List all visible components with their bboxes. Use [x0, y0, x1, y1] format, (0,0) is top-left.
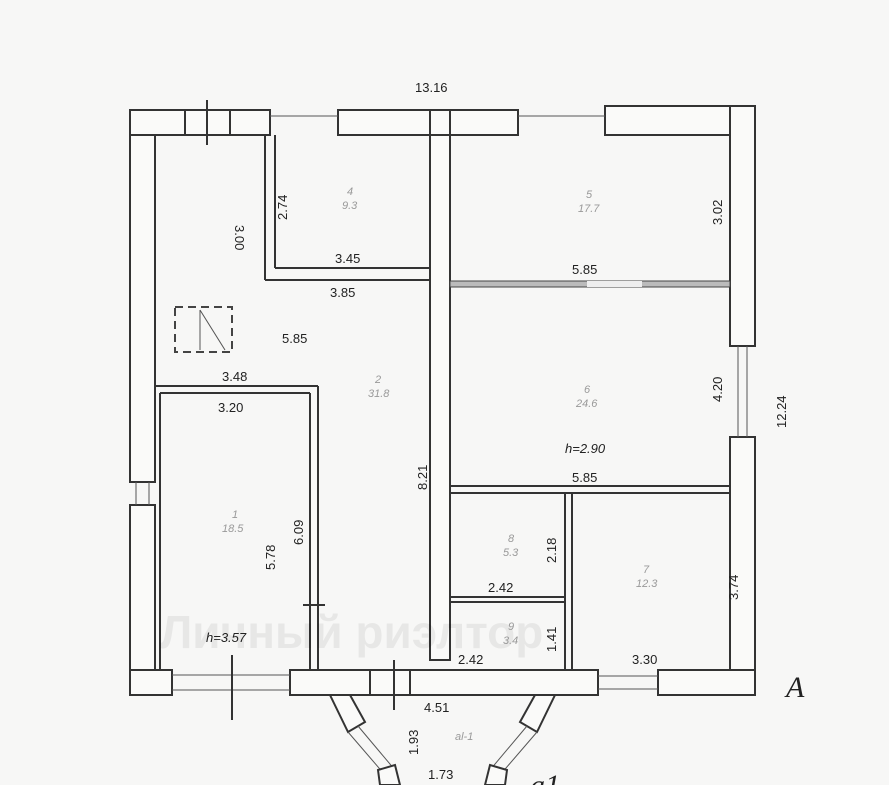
bay-window [328, 694, 557, 785]
room-9: 93.4 [503, 621, 518, 647]
height-main: h=2.90 [565, 441, 606, 456]
dim-3-45: 3.45 [335, 251, 360, 266]
room-1: 118.5 [222, 509, 244, 535]
dim-5-85-room6: 5.85 [572, 470, 597, 485]
svg-text:12.3: 12.3 [636, 578, 658, 590]
dim-3-48: 3.48 [222, 369, 247, 384]
axis-label-a: A [784, 671, 805, 704]
dim-3-74: 3.74 [726, 575, 741, 600]
svg-text:7: 7 [643, 564, 650, 576]
dim-6-09: 6.09 [291, 520, 306, 545]
room-5: 517.7 [578, 189, 600, 215]
dim-2-74: 2.74 [275, 195, 290, 220]
svg-text:1: 1 [232, 509, 238, 521]
svg-text:5.3: 5.3 [503, 547, 519, 559]
interior-walls [155, 134, 731, 670]
dim-5-78: 5.78 [263, 545, 278, 570]
room-4: 49.3 [342, 186, 358, 212]
axis-label-a1: a1 [530, 769, 560, 785]
dim-3-85: 3.85 [330, 285, 355, 300]
svg-text:4: 4 [347, 186, 353, 198]
room-7: 712.3 [636, 564, 658, 590]
dim-4-51: 4.51 [424, 700, 449, 715]
watermark: Личный риэлтор [160, 606, 543, 658]
dim-2-18: 2.18 [544, 538, 559, 563]
svg-text:9: 9 [508, 621, 514, 633]
svg-text:9.3: 9.3 [342, 200, 358, 212]
dim-5-85-room5: 5.85 [572, 262, 597, 277]
dim-8-21: 8.21 [415, 465, 430, 490]
room-2: 231.8 [368, 374, 390, 400]
svg-text:6: 6 [584, 384, 591, 396]
dim-1-73: 1.73 [428, 767, 453, 782]
dim-2-42-room9: 2.42 [458, 652, 483, 667]
bay-label: al-1 [455, 731, 473, 743]
svg-text:17.7: 17.7 [578, 203, 600, 215]
svg-text:24.6: 24.6 [575, 398, 598, 410]
svg-text:8: 8 [508, 533, 515, 545]
outer-walls [129, 100, 756, 720]
dim-3-20: 3.20 [218, 400, 243, 415]
dim-3-30: 3.30 [632, 652, 657, 667]
svg-text:2: 2 [374, 374, 381, 386]
dim-5-85-hall: 5.85 [282, 331, 307, 346]
svg-text:3.4: 3.4 [503, 635, 518, 647]
svg-text:5: 5 [586, 189, 593, 201]
dim-2-42-room8: 2.42 [488, 580, 513, 595]
dim-3-02: 3.02 [710, 200, 725, 225]
room-8: 85.3 [503, 533, 519, 559]
stairs-icon [174, 306, 233, 353]
total-depth-dim: 12.24 [774, 395, 789, 428]
dim-4-20: 4.20 [710, 377, 725, 402]
height-room1: h=3.57 [206, 630, 247, 645]
svg-text:31.8: 31.8 [368, 388, 390, 400]
room-6: 624.6 [575, 384, 598, 410]
dim-3-00: 3.00 [232, 225, 247, 250]
dim-1-41: 1.41 [544, 627, 559, 652]
dim-1-93: 1.93 [406, 730, 421, 755]
svg-text:18.5: 18.5 [222, 523, 244, 535]
total-width-dim: 13.16 [415, 80, 448, 95]
